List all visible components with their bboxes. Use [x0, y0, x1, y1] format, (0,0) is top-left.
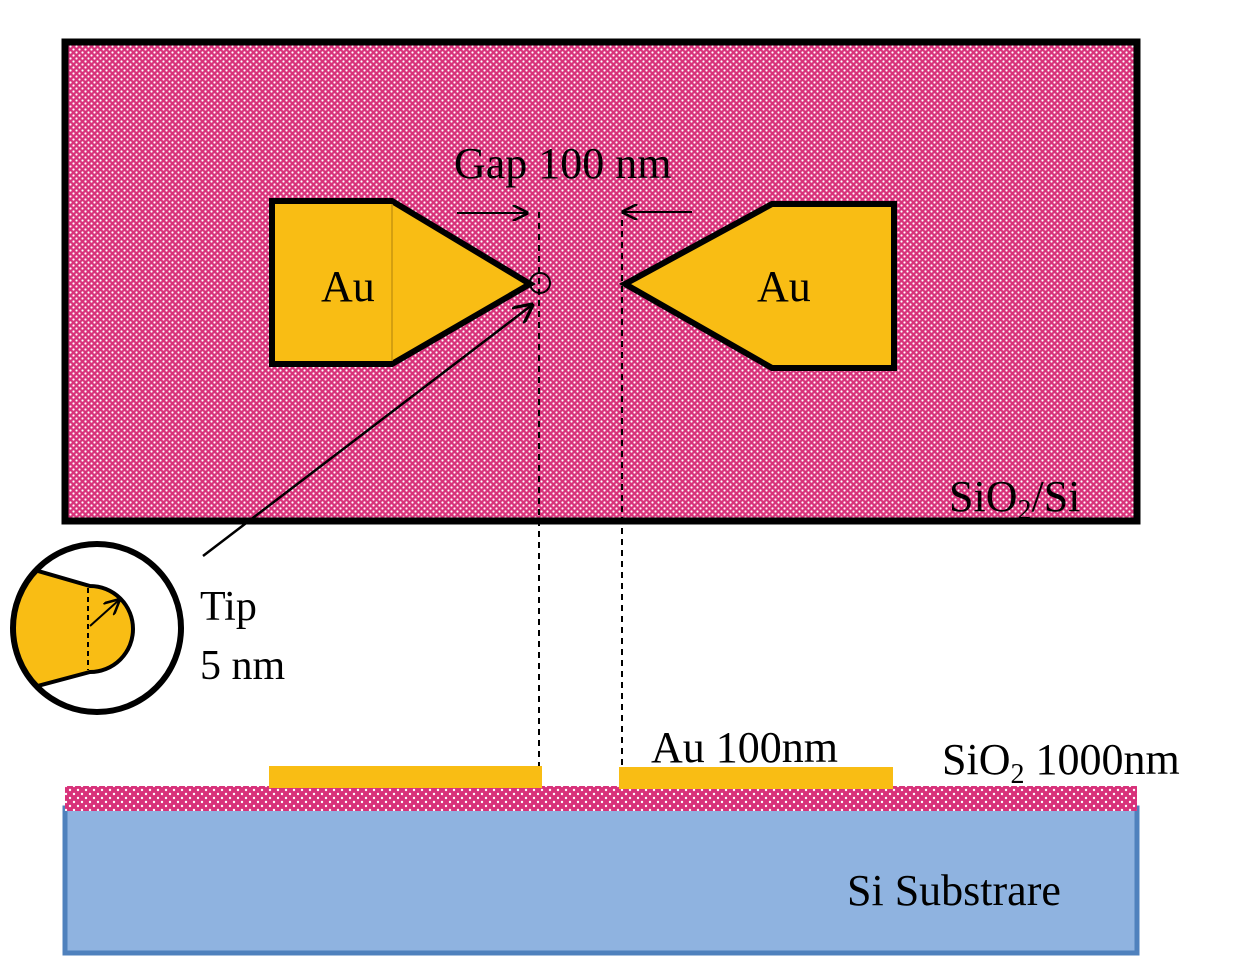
right-au-electrode: [618, 201, 897, 371]
si-substrate: [62, 805, 1140, 956]
tip-size-label: 5 nm: [200, 643, 286, 689]
substrate-label: Si Substrare: [847, 866, 1061, 915]
au-pad-left: [269, 766, 542, 788]
tip-zoom-inset: [10, 541, 184, 715]
au-thickness-label: Au 100nm: [651, 723, 838, 772]
left-au-electrode: [269, 198, 536, 367]
au-right-label: Au: [757, 262, 811, 311]
tip-leader-line: [202, 305, 532, 557]
sio2-si-label: SiO2/Si: [949, 472, 1080, 526]
gap-label: Gap 100 nm: [454, 139, 672, 188]
tip-label: Tip: [200, 584, 257, 630]
sio2-layer: [65, 786, 1137, 811]
sio2-thickness-label: SiO2 1000nm: [942, 735, 1180, 790]
au-left-label: Au: [321, 262, 375, 311]
au-pad-right: [619, 767, 893, 789]
sio2-si-chip: [61, 38, 1141, 525]
